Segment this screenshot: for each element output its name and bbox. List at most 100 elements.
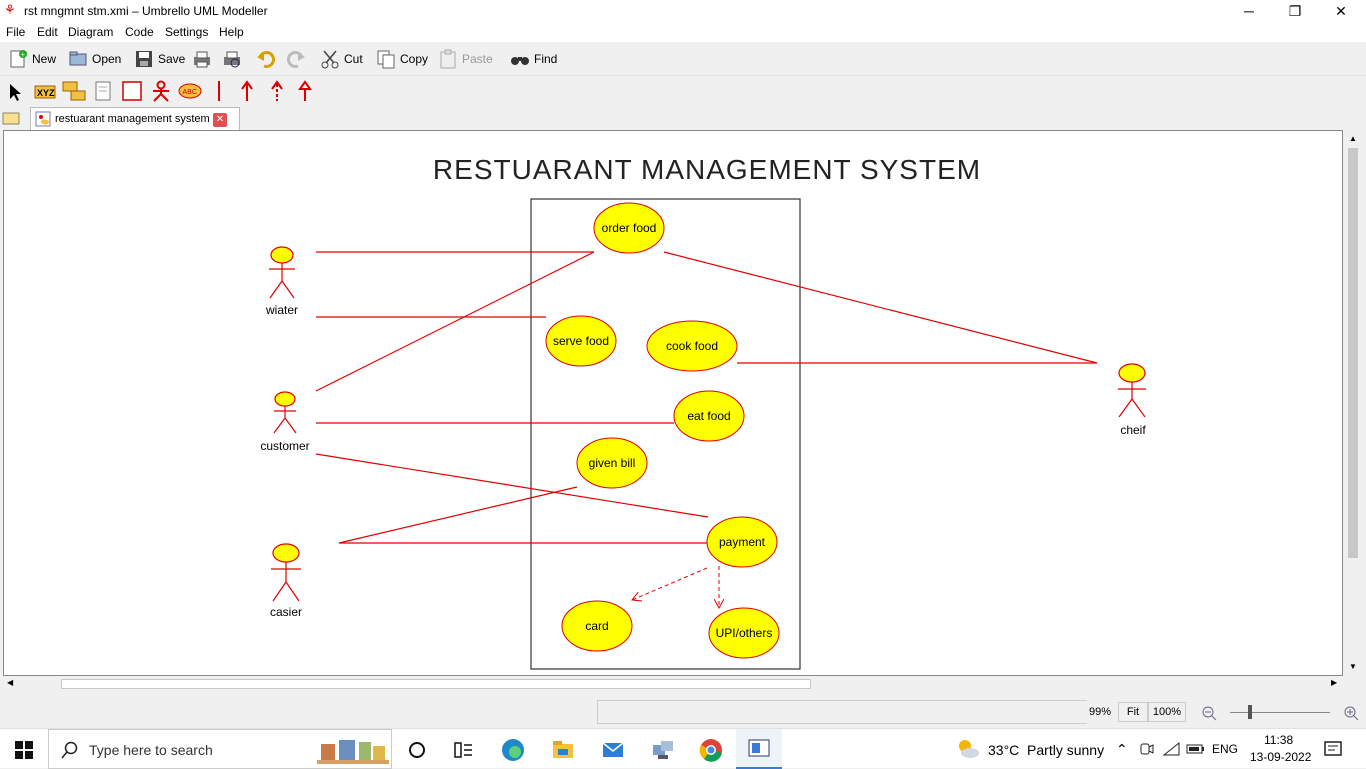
edge-browser-icon[interactable] — [500, 737, 526, 763]
menu-diagram[interactable]: Diagram — [68, 25, 114, 39]
file-explorer-icon[interactable] — [550, 737, 576, 763]
save-button[interactable]: Save — [134, 48, 185, 70]
actor-icon[interactable] — [150, 80, 172, 102]
usecase-eat-food[interactable] — [673, 390, 745, 442]
object-icon[interactable] — [62, 80, 86, 102]
clock-date[interactable]: 13-09-2022 — [1250, 750, 1312, 764]
scroll-right-icon[interactable]: ▶ — [1331, 678, 1338, 687]
usecase-serve-food[interactable] — [545, 315, 617, 367]
usecase-upi-others[interactable] — [708, 607, 780, 659]
menu-file[interactable]: File — [6, 25, 26, 39]
svg-text:XYZ: XYZ — [37, 88, 55, 98]
note-xyz-icon[interactable]: XYZ — [34, 82, 56, 102]
open-button[interactable]: Open — [68, 48, 121, 70]
undo-button[interactable] — [256, 48, 276, 70]
close-tab-icon[interactable]: ✕ — [213, 113, 227, 127]
zoom-slider-handle[interactable] — [1248, 705, 1252, 719]
cut-button[interactable]: Cut — [320, 48, 363, 70]
paste-label: Paste — [462, 52, 493, 66]
usecase-payment[interactable] — [706, 516, 778, 568]
close-icon[interactable]: ✕ — [1335, 3, 1347, 19]
search-icon — [61, 741, 78, 759]
diagram-canvas[interactable]: RESTUARANT MANAGEMENT SYSTEM wiater — [3, 130, 1343, 676]
horizontal-scrollbar[interactable]: ◀ ▶ — [3, 676, 1344, 692]
new-button[interactable]: + New — [8, 48, 56, 70]
scroll-up-icon[interactable]: ▲ — [1349, 134, 1357, 143]
task-view-icon[interactable] — [404, 737, 430, 763]
menu-help[interactable]: Help — [219, 25, 244, 39]
paste-button[interactable]: Paste — [438, 48, 493, 70]
box-icon[interactable] — [122, 81, 142, 101]
fit-button[interactable]: Fit — [1118, 702, 1148, 722]
umbrello-taskbar-button[interactable] — [736, 729, 782, 769]
scroll-left-icon[interactable]: ◀ — [7, 678, 14, 687]
association-icon[interactable] — [214, 80, 224, 102]
paste-clipboard-icon — [440, 49, 456, 69]
weather-text[interactable]: 33°C Partly sunny — [988, 742, 1105, 758]
directional-association-icon[interactable] — [240, 80, 254, 102]
redo-button[interactable] — [286, 48, 306, 70]
usecase-card[interactable] — [561, 600, 633, 652]
menu-settings[interactable]: Settings — [165, 25, 209, 39]
print-preview-button[interactable] — [222, 48, 242, 70]
chevron-up-icon[interactable]: ⌃ — [1116, 741, 1128, 757]
horizontal-scroll-thumb[interactable] — [61, 679, 811, 689]
select-arrow-icon[interactable] — [8, 82, 24, 102]
battery-icon[interactable] — [1186, 741, 1206, 757]
menu-edit[interactable]: Edit — [37, 25, 58, 39]
print-preview-icon — [224, 51, 240, 68]
wifi-icon[interactable] — [1163, 741, 1181, 757]
windows-start-icon[interactable] — [15, 741, 33, 759]
system-boundary[interactable] — [530, 198, 801, 670]
chrome-browser-icon[interactable] — [698, 737, 724, 763]
new-tab-folder-icon[interactable] — [2, 110, 22, 126]
zoom-100-button[interactable]: 100% — [1148, 702, 1186, 722]
menu-code[interactable]: Code — [125, 25, 154, 39]
mail-icon[interactable] — [600, 737, 626, 763]
clock-time[interactable]: 11:38 — [1264, 733, 1294, 747]
restore-icon[interactable]: ❐ — [1288, 3, 1302, 19]
print-button[interactable] — [192, 48, 212, 70]
copy-label: Copy — [400, 52, 429, 66]
network-app-icon[interactable] — [650, 737, 676, 763]
status-message-field — [597, 700, 1087, 724]
assoc-casier-given-bill — [338, 486, 578, 544]
actor-wiater[interactable] — [269, 246, 295, 299]
meet-now-icon[interactable] — [1139, 741, 1155, 757]
usecase-label-upi-others: UPI/others — [716, 626, 773, 640]
open-label: Open — [92, 52, 122, 66]
usecase-cook-food[interactable] — [646, 320, 738, 372]
notifications-icon[interactable] — [1324, 740, 1342, 758]
usecase-order-food[interactable] — [593, 202, 665, 254]
umbrello-app-icon: ⚘ — [4, 2, 16, 17]
main-toolbar: + New Open Save Cut Copy Paste Find — [0, 42, 1366, 76]
vertical-scroll-thumb[interactable] — [1348, 148, 1358, 558]
minimize-icon[interactable]: ─ — [1244, 3, 1254, 19]
zoom-out-icon[interactable] — [1200, 704, 1218, 722]
usecase-given-bill[interactable] — [576, 437, 648, 489]
actor-cheif[interactable] — [1118, 363, 1146, 418]
vertical-scrollbar[interactable]: ▲ ▼ — [1344, 130, 1362, 676]
tab-bar: restuarant management system ✕ — [0, 106, 1366, 130]
text-note-icon[interactable] — [94, 80, 112, 102]
tab-restuarant-management-system[interactable]: restuarant management system ✕ — [30, 107, 240, 130]
language-indicator[interactable]: ENG — [1212, 742, 1239, 756]
dependency-icon[interactable] — [270, 80, 284, 102]
actor-casier[interactable] — [271, 543, 301, 602]
dependencies — [632, 566, 719, 608]
status-bar: 99% Fit 100% — [0, 696, 1366, 728]
search-highlight-image-icon — [317, 740, 389, 764]
copy-button[interactable]: Copy — [376, 48, 428, 70]
usecase-icon[interactable]: ABC — [178, 82, 202, 100]
zoom-slider-track[interactable] — [1230, 712, 1330, 713]
widgets-icon[interactable] — [450, 737, 476, 763]
scroll-down-icon[interactable]: ▼ — [1349, 662, 1357, 671]
find-button[interactable]: Find — [510, 48, 557, 70]
zoom-in-icon[interactable] — [1342, 704, 1360, 722]
weather-partly-sunny-icon[interactable] — [956, 738, 980, 760]
taskbar-search-box[interactable]: Type here to search — [48, 729, 392, 769]
cut-label: Cut — [344, 52, 363, 66]
generalization-icon[interactable] — [298, 80, 312, 102]
new-document-icon: + — [10, 50, 27, 68]
actor-customer[interactable] — [273, 391, 297, 434]
